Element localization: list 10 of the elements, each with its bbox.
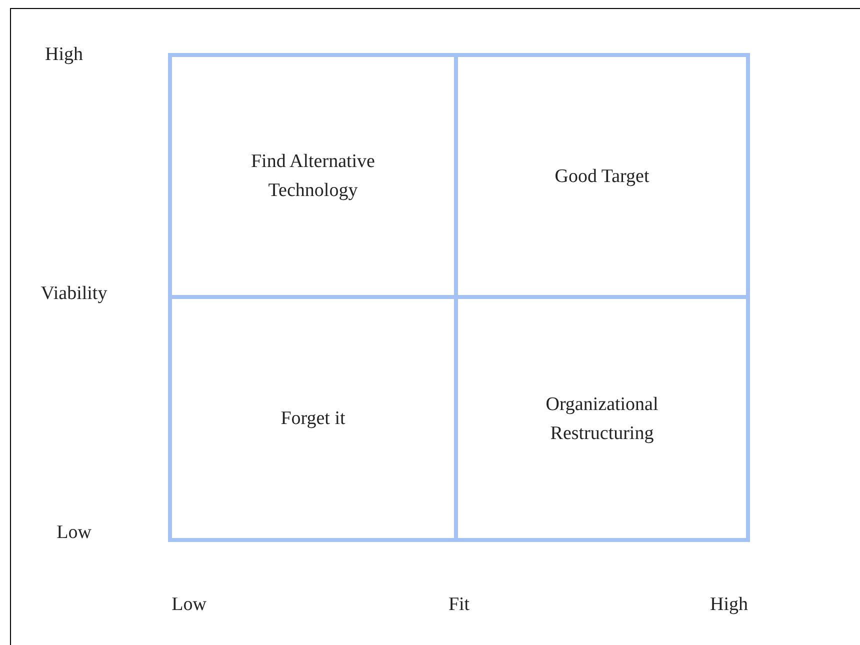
axis-label: High <box>710 594 748 616</box>
quadrant-label: Good Target <box>554 164 650 188</box>
axis-title: Viability <box>40 283 108 305</box>
axis-label: Low <box>56 522 92 544</box>
axis-label: Low <box>172 594 206 616</box>
quadrant-label: Organizational Restructuring <box>544 392 660 446</box>
quadrant-label: Find Alternative Technology <box>250 150 376 203</box>
axis-label: High <box>45 44 83 66</box>
axis-title: Fit <box>448 594 470 616</box>
quadrant-label: Forget it <box>280 407 346 431</box>
